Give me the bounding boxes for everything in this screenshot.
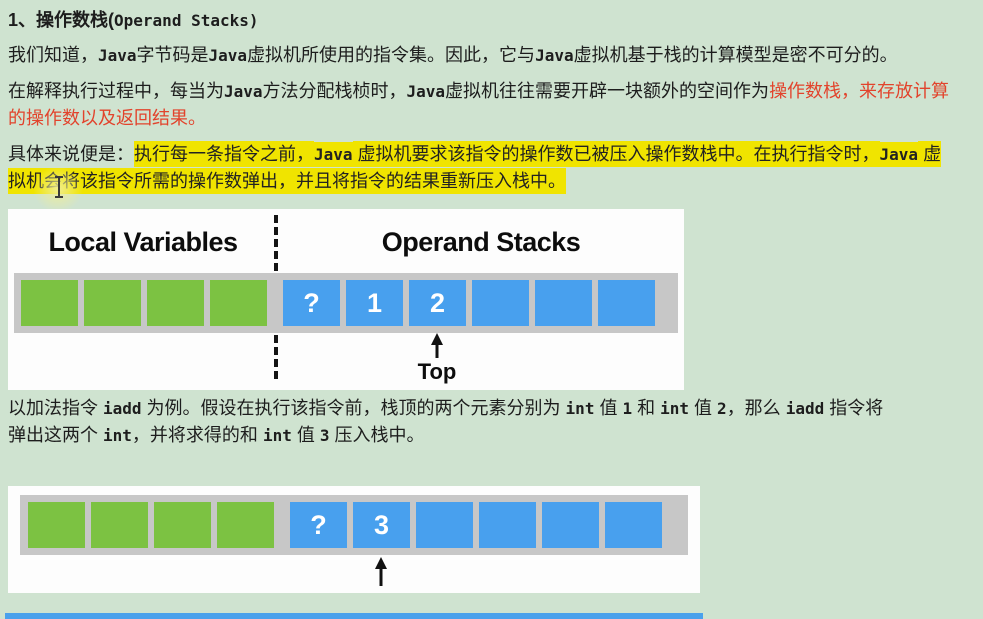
title-zh: 1、操作数栈(	[8, 10, 115, 30]
text-area[interactable]: 1、操作数栈(Operand Stacks) 我们知道，Java字节码是Java…	[8, 6, 980, 204]
up-arrow-icon	[374, 557, 388, 592]
stack-cell	[605, 502, 662, 548]
stack-cell: 2	[409, 280, 466, 326]
stack-cell	[147, 280, 204, 326]
text-run: 压入栈中。	[329, 425, 425, 445]
text-run: 方法分配栈桢时，	[262, 81, 407, 101]
text-run: ，并将求得的和	[131, 425, 263, 445]
highlighted-text: 拟机会将该指令所需的操作数弹出，并且将指令的结果重新压入栈中。	[8, 168, 566, 194]
stack-diagram-before[interactable]: Local Variables Operand Stacks ? 1 2 Top	[8, 209, 684, 390]
stack-cell	[416, 502, 473, 548]
stack-cell	[535, 280, 592, 326]
text-run: 和	[632, 398, 661, 418]
text-line: 以加法指令 iadd 为例。假设在执行该指令前，栈顶的两个元素分别为 int 值…	[8, 398, 883, 418]
text-run: 虚拟机往往需要开辟一块额外的空间作为	[445, 81, 770, 101]
stack-cell	[598, 280, 655, 326]
inline-code: Java	[879, 142, 919, 167]
text-line: 在解释执行过程中，每当为Java方法分配栈桢时，Java虚拟机往往需要开辟一块额…	[8, 81, 949, 101]
red-emphasis-text: 操作数栈，来存放计算	[769, 81, 950, 101]
text-run: 为例。假设在执行该指令前，栈顶的两个元素分别为	[141, 398, 566, 418]
stack-cell: ?	[290, 502, 347, 548]
text-run: 值	[594, 398, 623, 418]
stack-cell	[542, 502, 599, 548]
red-emphasis-text: 的操作数以及返回结果。	[8, 108, 206, 128]
stack-cell	[217, 502, 274, 548]
stack-cell	[91, 502, 148, 548]
stack-cell	[210, 280, 267, 326]
text-line: 具体来说便是：执行每一条指令之前，Java 虚拟机要求该指令的操作数已被压入操作…	[8, 141, 942, 167]
slot-bar: ? 3	[20, 495, 688, 555]
text-run: 指令将	[824, 398, 884, 418]
inline-code: Java	[224, 82, 263, 101]
stack-diagram-after[interactable]: ? 3	[8, 486, 700, 593]
highlighted-text: 虚	[918, 141, 942, 167]
paragraph-operand-stack[interactable]: 在解释执行过程中，每当为Java方法分配栈桢时，Java虚拟机往往需要开辟一块额…	[8, 78, 980, 132]
inline-code: Java	[208, 46, 248, 65]
stack-cell	[472, 280, 529, 326]
inline-code: Java	[535, 46, 574, 65]
text-run: 我们知道，	[8, 45, 98, 65]
text-run: 字节码是	[136, 45, 209, 65]
inline-code: int	[262, 426, 292, 445]
page-title: 1、操作数栈(Operand Stacks)	[8, 6, 980, 32]
highlighted-text: 执行每一条指令之前，	[134, 141, 314, 167]
paragraph-intro[interactable]: 我们知道，Java字节码是Java虚拟机所使用的指令集。因此，它与Java虚拟机…	[8, 42, 980, 69]
text-run: 弹出这两个	[8, 425, 104, 445]
operand-stacks-heading: Operand Stacks	[381, 227, 581, 257]
partial-blue-bar	[5, 613, 703, 619]
stack-cell: 1	[346, 280, 403, 326]
inline-code: int	[565, 399, 595, 418]
text-line: 弹出这两个 int，并将求得的和 int 值 3 压入栈中。	[8, 425, 425, 445]
top-label: Top	[417, 359, 457, 384]
text-run: 具体来说便是：	[8, 144, 134, 164]
text-line: 拟机会将该指令所需的操作数弹出，并且将指令的结果重新压入栈中。	[8, 168, 566, 194]
text-run: ，那么	[726, 398, 786, 418]
local-variables-heading: Local Variables	[48, 227, 238, 257]
stack-cell: ?	[283, 280, 340, 326]
inline-code: int	[103, 426, 132, 445]
stack-cell: 3	[353, 502, 410, 548]
title-close: )	[248, 11, 259, 30]
inline-code: 2	[717, 399, 727, 418]
text-run: 以加法指令	[8, 398, 104, 418]
text-run: 值	[689, 398, 718, 418]
inline-code: Java	[98, 46, 137, 65]
slot-bar: ? 1 2	[14, 273, 678, 333]
text-line: 的操作数以及返回结果。	[8, 108, 206, 128]
paragraph-iadd-example[interactable]: 以加法指令 iadd 为例。假设在执行该指令前，栈顶的两个元素分别为 int 值…	[8, 395, 980, 449]
inline-code: Java	[406, 82, 446, 101]
up-arrow-icon	[430, 333, 444, 364]
inline-code: iadd	[103, 399, 142, 418]
inline-code: 1	[622, 399, 633, 418]
stack-cell	[84, 280, 141, 326]
inline-code: iadd	[785, 399, 825, 418]
text-cursor-icon	[52, 175, 66, 204]
text-run: 值	[291, 425, 320, 445]
highlighted-text: 虚拟机要求该指令的操作数已被压入操作数栈中。在执行指令时，	[352, 141, 880, 167]
text-run: 虚拟机所使用的指令集。因此，它与	[247, 45, 536, 65]
inline-code: int	[660, 399, 690, 418]
text-run: 在解释执行过程中，每当为	[8, 81, 224, 101]
title-en: Operand Stacks	[114, 11, 249, 30]
stack-cell	[21, 280, 78, 326]
stack-cell	[28, 502, 85, 548]
inline-code: 3	[319, 426, 330, 445]
text-run: 虚拟机基于栈的计算模型是密不可分的。	[573, 45, 898, 65]
stack-cell	[479, 502, 536, 548]
stack-cell	[154, 502, 211, 548]
paragraph-highlighted[interactable]: 具体来说便是：执行每一条指令之前，Java 虚拟机要求该指令的操作数已被压入操作…	[8, 141, 980, 195]
inline-code: Java	[314, 142, 353, 167]
